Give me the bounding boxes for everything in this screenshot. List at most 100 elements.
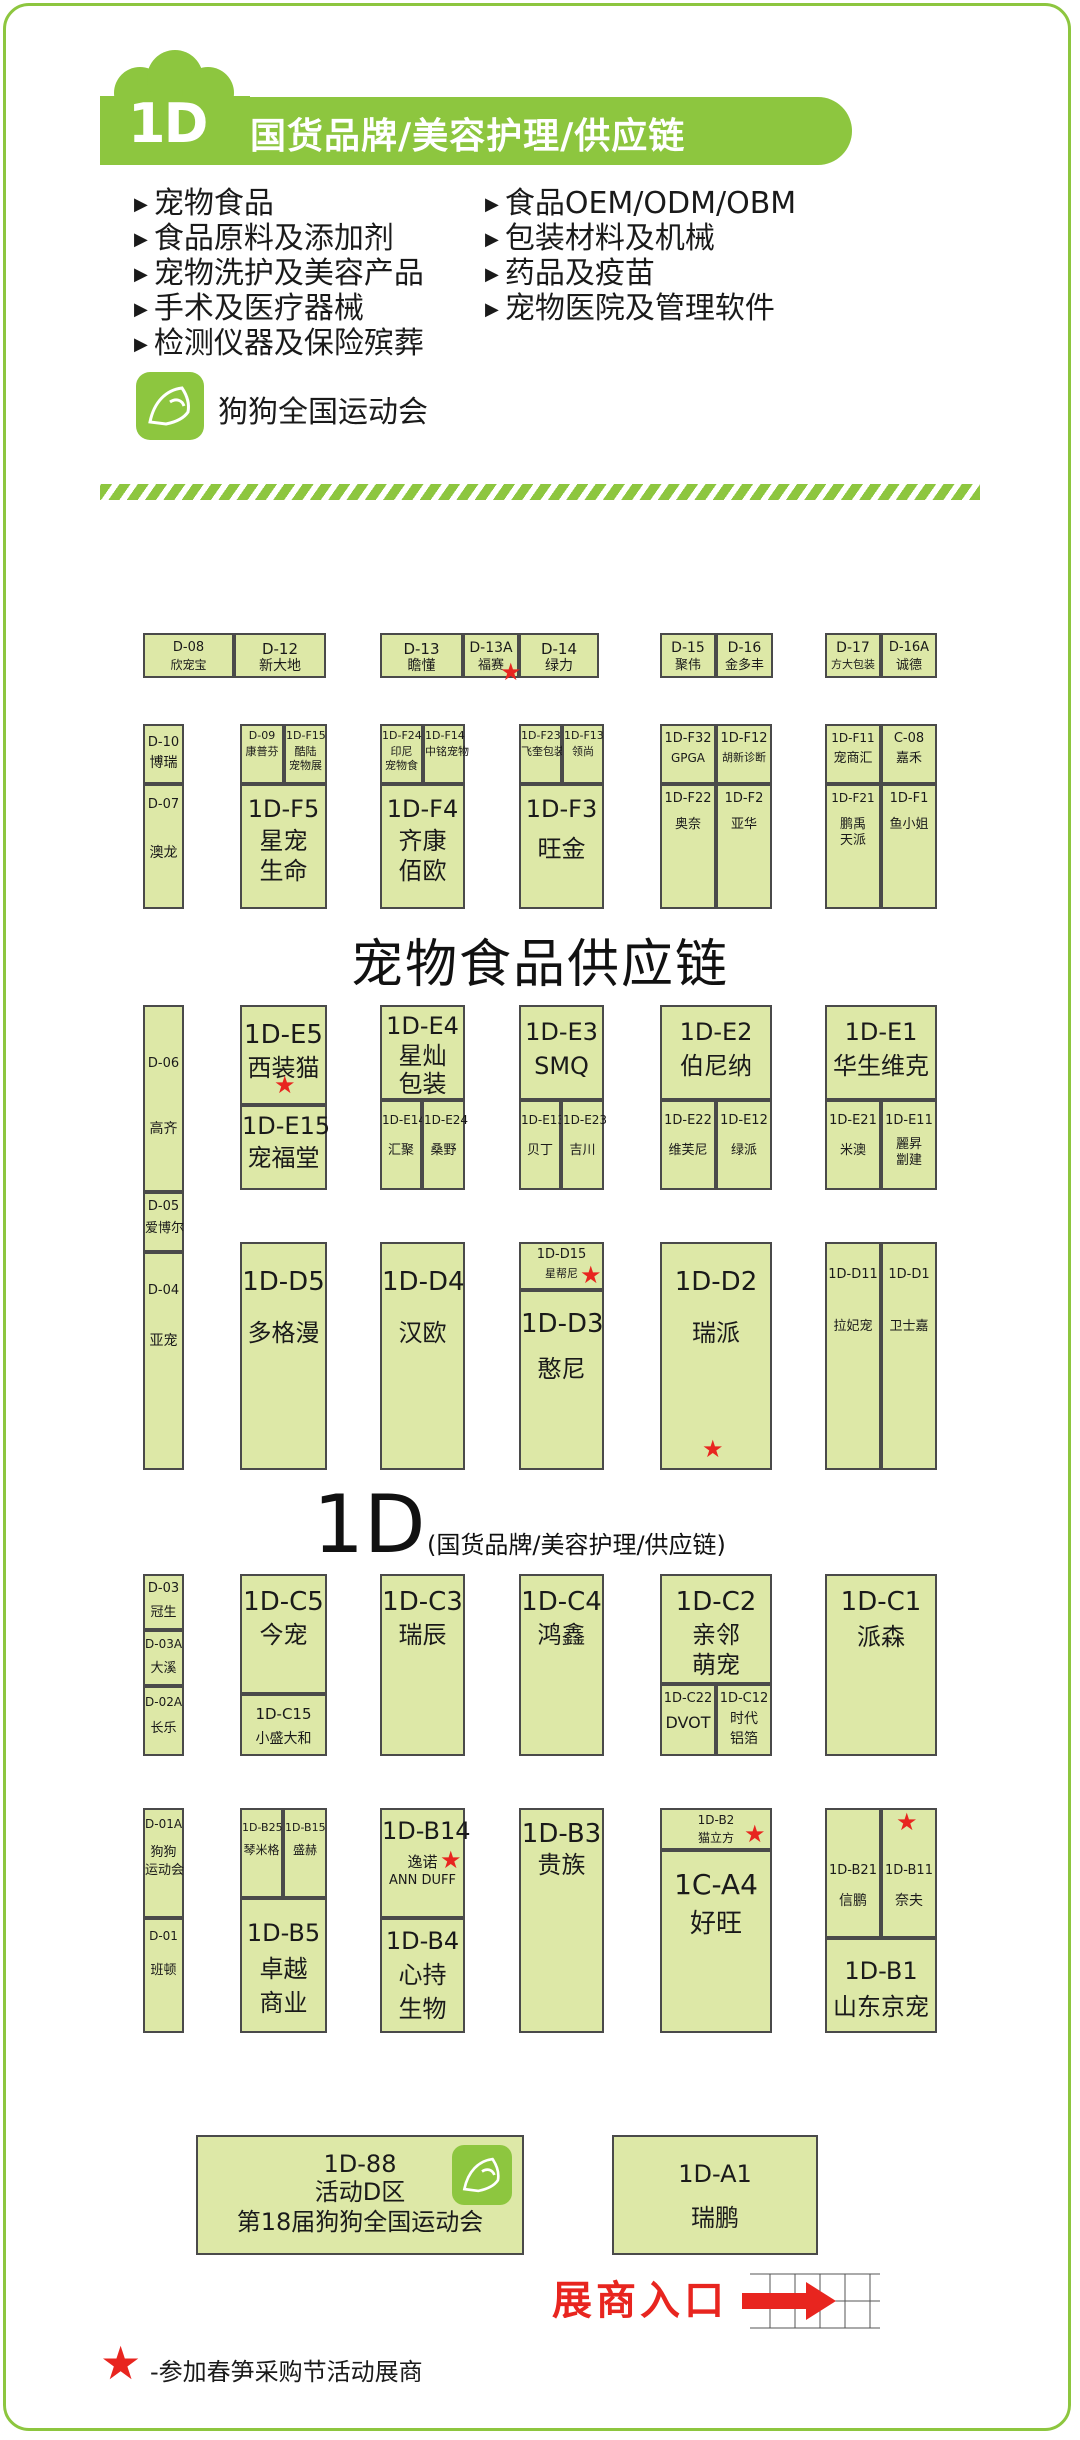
booth-exhibitor-name: 班顿 bbox=[150, 1963, 177, 1978]
legend-text: -参加春笋采购节活动展商 bbox=[150, 2358, 423, 2386]
booth-exhibitor-name: ANN DUFF bbox=[389, 1873, 456, 1888]
section-title: 宠物食品供应链 bbox=[350, 935, 729, 995]
booth-exhibitor-name: 瑞派 bbox=[692, 1319, 740, 1347]
star-icon: ★ bbox=[702, 1435, 724, 1463]
booth-exhibitor-name: 鸿鑫 bbox=[537, 1621, 586, 1649]
booth-code: 1D-F2 bbox=[724, 791, 764, 806]
booth-code: 1D-C5 bbox=[243, 1587, 324, 1617]
booth-code: 1D-B25 bbox=[242, 1821, 283, 1834]
booth-code: D-10 bbox=[147, 735, 180, 750]
booth-exhibitor-name: 伯尼纳 bbox=[680, 1052, 752, 1080]
booth-exhibitor-name: 拉妃宠 bbox=[833, 1319, 873, 1334]
category-item: ▶宠物洗护及美容产品 bbox=[134, 248, 424, 292]
booth-exhibitor-name: 金多丰 bbox=[724, 658, 764, 673]
booth-code: 1D-F5 bbox=[247, 795, 320, 823]
booth-exhibitor-name: 旺金 bbox=[537, 835, 586, 863]
booth-exhibitor-name: 吉川 bbox=[569, 1143, 596, 1158]
booth-exhibitor-name: 齐康 bbox=[398, 827, 447, 855]
booth-d-16a: D-16A 诚德 bbox=[881, 633, 937, 678]
booth-code: 1D-E14 bbox=[382, 1113, 427, 1127]
booth-code: D-16A bbox=[888, 640, 930, 655]
category-item: ▶宠物医院及管理软件 bbox=[485, 283, 775, 327]
booth-exhibitor-name: 绿派 bbox=[730, 1143, 757, 1158]
booth-exhibitor-name: 酷陆 bbox=[294, 745, 317, 758]
booth-code: 1D-B14 bbox=[382, 1817, 471, 1845]
category-item: ▶包装材料及机械 bbox=[485, 213, 715, 257]
booth-code: 1D-F14 bbox=[425, 729, 465, 742]
booth-code: 1D-F24 bbox=[382, 729, 422, 742]
booth-code: 1D-E13 bbox=[521, 1113, 566, 1127]
booth-exhibitor-name: 小盛大和 bbox=[255, 1731, 312, 1747]
booth-exhibitor-name: 高齐 bbox=[149, 1121, 178, 1137]
booth-exhibitor-name: 盛赫 bbox=[292, 1843, 317, 1857]
booth-exhibitor-name: 宠福堂 bbox=[247, 1144, 320, 1172]
dog-logo-icon bbox=[136, 372, 204, 440]
booth-exhibitor-name: 好旺 bbox=[689, 1909, 742, 1939]
booth-code: 1D-E22 bbox=[664, 1113, 712, 1128]
booth-exhibitor-name: 绿力 bbox=[545, 658, 573, 674]
booth-exhibitor-name: 贵族 bbox=[537, 1851, 586, 1879]
booth-exhibitor-name: 博瑞 bbox=[149, 755, 178, 771]
booth-exhibitor-name: 瑞辰 bbox=[398, 1621, 447, 1649]
booth-code: D-15 bbox=[671, 640, 705, 656]
category-label: 检测仪器及保险殡葬 bbox=[153, 326, 424, 361]
bullet-triangle-icon: ▶ bbox=[485, 229, 499, 250]
booth-code: D-13A bbox=[469, 640, 513, 656]
bullet-triangle-icon: ▶ bbox=[134, 229, 148, 250]
booth-code: 1D-E5 bbox=[244, 1020, 323, 1050]
booth-code: D-14 bbox=[540, 640, 578, 658]
booth-code: 1D-E4 bbox=[386, 1012, 459, 1040]
entrance-arrow-icon bbox=[742, 2273, 880, 2329]
booth-code: 1D-E21 bbox=[829, 1113, 877, 1128]
booth-exhibitor-name: 包装 bbox=[398, 1070, 447, 1098]
booth-code: D-16 bbox=[727, 640, 762, 656]
booth-code: C-08 bbox=[893, 731, 925, 746]
booth-code: 1D-F13 bbox=[564, 729, 604, 742]
category-item: ▶药品及疫苗 bbox=[485, 248, 655, 292]
booth-code: 1D-B5 bbox=[246, 1919, 321, 1947]
booth-code: D-04 bbox=[147, 1283, 180, 1298]
booth-exhibitor-name: 澳龙 bbox=[149, 845, 178, 861]
category-label: 宠物洗护及美容产品 bbox=[153, 256, 424, 291]
booth-exhibitor-name: 琴米格 bbox=[243, 1843, 280, 1857]
booth-code: 1D-F22 bbox=[664, 791, 712, 806]
booth-code: 1D-F23 bbox=[521, 729, 561, 742]
booth-exhibitor-name: 运动会 bbox=[145, 1863, 185, 1878]
star-icon: ★ bbox=[500, 658, 522, 686]
booth-code: 1D-B11 bbox=[885, 1863, 933, 1878]
booth-exhibitor-name: 星灿 bbox=[398, 1042, 447, 1070]
booth-exhibitor-name: 欣宠宝 bbox=[170, 658, 207, 672]
booth-code: D-08 bbox=[172, 640, 205, 655]
booth-code: 1D-C1 bbox=[840, 1587, 922, 1617]
booth-exhibitor-name: 诚德 bbox=[895, 658, 922, 673]
event-logo-text: 狗狗全国运动会 bbox=[218, 395, 428, 430]
